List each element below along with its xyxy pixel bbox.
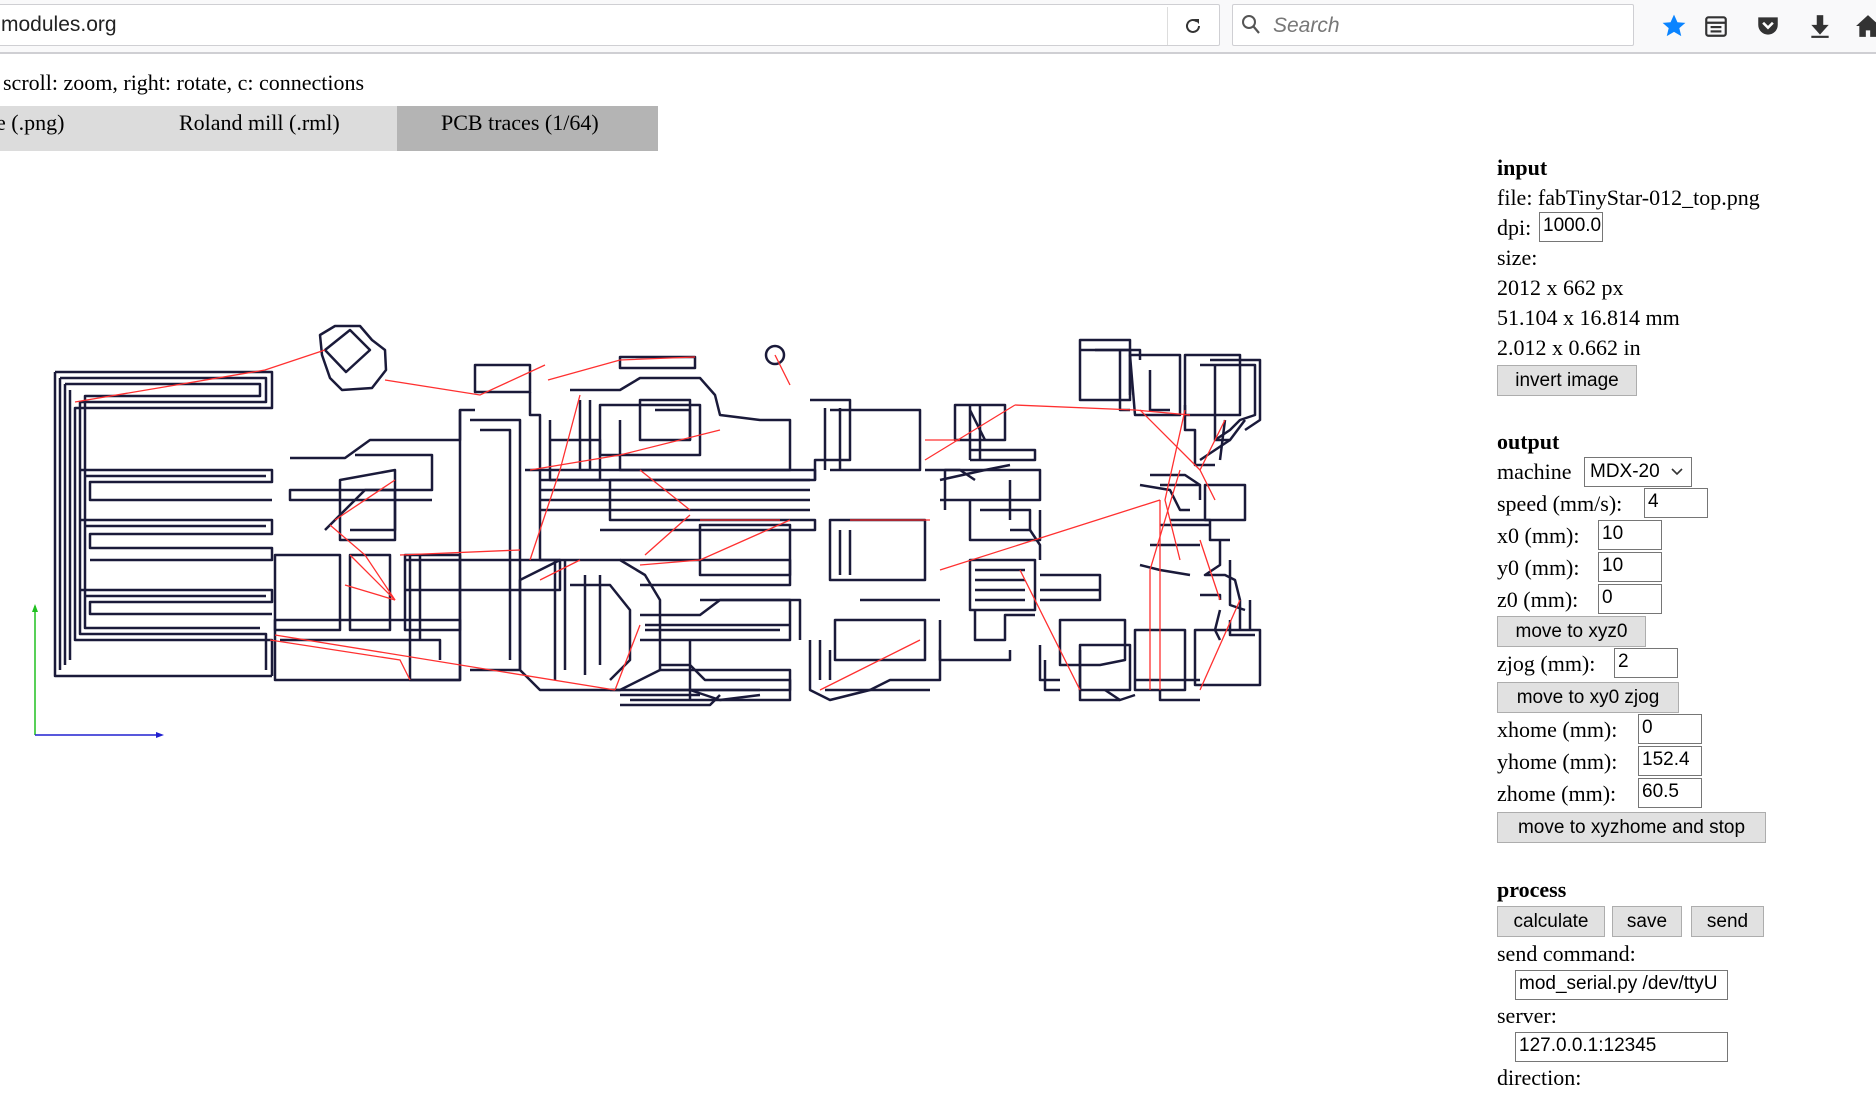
tab-label: e (.png) (0, 110, 65, 135)
controls-hint: scroll: zoom, right: rotate, c: connecti… (3, 70, 365, 95)
send-command-label: send command: (1497, 941, 1636, 966)
download-icon[interactable] (1804, 10, 1836, 42)
chevron-down-icon (1671, 468, 1683, 476)
x0-label: x0 (mm): (1497, 523, 1580, 548)
pcb-traces (53, 324, 1262, 707)
z0-input[interactable]: 0 (1598, 584, 1662, 614)
speed-label: speed (mm/s): (1497, 491, 1623, 516)
search-icon (1241, 14, 1261, 41)
toolpath-canvas[interactable] (0, 155, 1480, 1095)
connection-lines (74, 349, 1241, 691)
xhome-label: xhome (mm): (1497, 717, 1618, 742)
tab-image-png[interactable]: e (.png) (0, 106, 137, 151)
dpi-input[interactable]: 1000.0 (1539, 212, 1603, 242)
url-bar[interactable]: modules.org (0, 4, 1220, 46)
size-in: 2.012 x 0.662 in (1497, 335, 1641, 360)
server-label: server: (1497, 1003, 1557, 1028)
dpi-label: dpi: (1497, 215, 1532, 240)
tab-pcb-traces[interactable]: PCB traces (1/64) (397, 106, 658, 151)
home-icon[interactable] (1852, 10, 1876, 42)
server-input[interactable]: 127.0.0.1:12345 (1515, 1032, 1728, 1062)
speed-input[interactable]: 4 (1644, 488, 1708, 518)
reload-icon (1186, 18, 1200, 33)
send-button[interactable]: send (1691, 906, 1764, 937)
output-heading: output (1497, 429, 1560, 454)
size-mm: 51.104 x 16.814 mm (1497, 305, 1680, 330)
reader-list-icon[interactable] (1700, 10, 1732, 42)
yhome-input[interactable]: 152.4 (1638, 746, 1702, 776)
process-heading: process (1497, 877, 1567, 902)
direction-label: direction: (1497, 1065, 1582, 1090)
pocket-icon[interactable] (1752, 10, 1784, 42)
bookmark-star-icon[interactable] (1658, 10, 1690, 42)
module-tabs: e (.png) Roland mill (.rml) PCB traces (… (0, 106, 658, 151)
input-file: file: fabTinyStar-012_top.png (1497, 185, 1760, 210)
move-to-xy0-zjog-button[interactable]: move to xy0 zjog (1497, 682, 1679, 713)
url-text[interactable]: modules.org (1, 13, 117, 36)
send-command-input[interactable]: mod_serial.py /dev/ttyU (1515, 970, 1728, 1000)
zjog-input[interactable]: 2 (1614, 648, 1678, 678)
machine-select[interactable]: MDX-20 (1584, 457, 1692, 487)
zjog-label: zjog (mm): (1497, 651, 1596, 676)
search-placeholder: Search (1273, 14, 1340, 37)
search-box[interactable]: Search (1232, 4, 1634, 46)
move-to-xyzhome-button[interactable]: move to xyzhome and stop (1497, 812, 1766, 843)
yhome-label: yhome (mm): (1497, 749, 1618, 774)
y0-input[interactable]: 10 (1598, 552, 1662, 582)
zhome-label: zhome (mm): (1497, 781, 1617, 806)
y0-label: y0 (mm): (1497, 555, 1580, 580)
machine-label: machine (1497, 459, 1572, 484)
calculate-button[interactable]: calculate (1497, 906, 1605, 937)
size-px: 2012 x 662 px (1497, 275, 1624, 300)
zhome-input[interactable]: 60.5 (1638, 778, 1702, 808)
save-button[interactable]: save (1612, 906, 1682, 937)
reload-button[interactable] (1167, 7, 1218, 45)
tab-label: Roland mill (.rml) (179, 110, 340, 135)
invert-image-button[interactable]: invert image (1497, 365, 1637, 396)
tab-label: PCB traces (1/64) (441, 110, 599, 135)
xhome-input[interactable]: 0 (1638, 714, 1702, 744)
browser-toolbar: modules.org Search (0, 0, 1876, 54)
origin-axes (32, 604, 164, 738)
input-heading: input (1497, 155, 1548, 180)
move-to-xyz0-button[interactable]: move to xyz0 (1497, 616, 1646, 647)
tab-roland-mill[interactable]: Roland mill (.rml) (137, 106, 397, 151)
size-label: size: (1497, 245, 1538, 270)
machine-select-value: MDX-20 (1590, 461, 1660, 482)
x0-input[interactable]: 10 (1598, 520, 1662, 550)
z0-label: z0 (mm): (1497, 587, 1579, 612)
